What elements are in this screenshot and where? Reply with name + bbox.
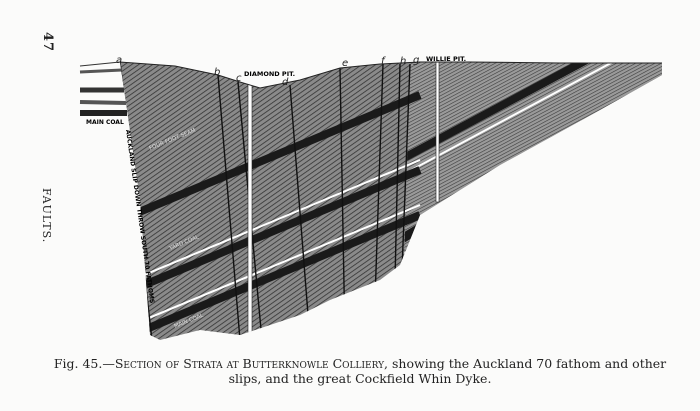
fault-letter-c: c xyxy=(236,73,242,84)
caption-text: showing the Auckland 70 fathom and other… xyxy=(228,356,667,386)
diamond-pit-label: DIAMOND PIT. xyxy=(244,70,295,78)
fault-letter-b: b xyxy=(214,67,220,78)
main-coal-label: MAIN COAL xyxy=(86,119,124,126)
fault-letter-a: a xyxy=(116,55,122,66)
four-foot-seam xyxy=(120,91,422,224)
fault-letter-g: g xyxy=(413,55,419,66)
coal-seam xyxy=(400,62,662,164)
caption-title: Section of Strata at Butterknowle Collie… xyxy=(114,356,389,371)
strata-body xyxy=(120,62,662,340)
figure-caption: Fig. 45.—Section of Strata at Butterknow… xyxy=(40,356,680,386)
fault-letter-h: h xyxy=(400,56,406,67)
main-coal-seam xyxy=(120,211,422,340)
outcrop-seams xyxy=(79,61,127,116)
yard-coal-seam xyxy=(120,166,422,299)
fault-letter-f: f xyxy=(381,56,386,67)
fault-letter-d: d xyxy=(282,77,289,88)
caption-prefix: Fig. 45.— xyxy=(53,356,115,371)
fault-letter-e: e xyxy=(342,58,348,69)
willie-pit-label: WILLIE PIT. xyxy=(426,55,466,63)
willie-pit-shaft xyxy=(435,62,440,203)
diamond-pit-shaft xyxy=(247,81,253,340)
